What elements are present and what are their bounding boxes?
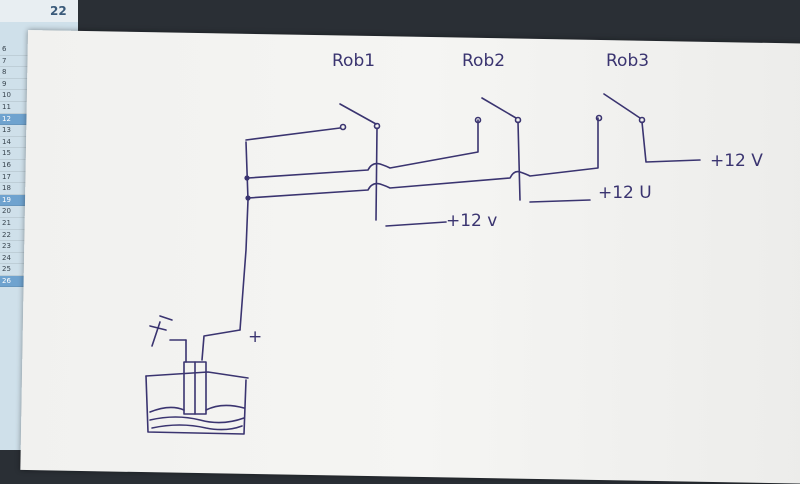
calendar-date-row: 15 bbox=[0, 148, 36, 160]
rob3-switch-blade bbox=[603, 93, 641, 119]
calendar-date-row: 10 bbox=[0, 90, 36, 102]
calendar-date-row: 16 bbox=[0, 160, 36, 172]
calendar-date-row: 20 bbox=[0, 206, 36, 218]
sensor-plus-label: + bbox=[248, 327, 262, 347]
circuit-sketch: Rob1 Rob2 Rob3 +12 V +12 U +12 v + bbox=[145, 51, 763, 435]
rob1-common-wire bbox=[375, 127, 378, 221]
relay-label-rob2: Rob2 bbox=[462, 51, 505, 71]
calendar-date-row: 18 bbox=[0, 183, 36, 195]
rob2-common-wire bbox=[517, 121, 521, 201]
calendar-date-row: 25 bbox=[0, 264, 36, 276]
sensor-plus-lead bbox=[201, 329, 241, 361]
calendar-header bbox=[0, 0, 78, 22]
calendar-date-row: 17 bbox=[0, 172, 36, 184]
calendar-day-number: 22 bbox=[50, 4, 67, 18]
supply-label-rob3: +12 V bbox=[710, 151, 763, 171]
junction-dot bbox=[244, 175, 250, 181]
rob2-supply-wire bbox=[529, 199, 591, 203]
relay-label-rob1: Rob1 bbox=[332, 51, 375, 71]
rob3-common-wire bbox=[641, 121, 701, 163]
calendar-date-row: 14 bbox=[0, 137, 36, 149]
rob1-supply-wire bbox=[385, 221, 447, 227]
sensor-feed-wire bbox=[239, 141, 249, 331]
calendar-date-row: 23 bbox=[0, 241, 36, 253]
rob3-contact-wire bbox=[247, 117, 599, 199]
junction-dot bbox=[245, 195, 251, 201]
water-waves bbox=[149, 416, 245, 431]
tank-rim bbox=[145, 371, 249, 379]
rob2-contact-wire bbox=[247, 119, 479, 179]
calendar-date-row: 26 bbox=[0, 275, 36, 288]
calendar-date-row: 8 bbox=[0, 67, 36, 79]
rob3-contact bbox=[595, 114, 603, 122]
calendar-date-row: 21 bbox=[0, 218, 36, 230]
water-surface bbox=[149, 404, 245, 413]
calendar-date-row: 7 bbox=[0, 56, 36, 68]
calendar-date-row: 22 bbox=[0, 230, 36, 242]
water-tank bbox=[145, 375, 247, 435]
calendar-date-row: 13 bbox=[0, 125, 36, 137]
supply-label-rob1: +12 v bbox=[446, 211, 497, 231]
rob1-contact bbox=[339, 123, 347, 131]
calendar-date-row: 24 bbox=[0, 253, 36, 265]
relay-label-rob3: Rob3 bbox=[606, 51, 649, 71]
sensor-ground-lead bbox=[149, 315, 187, 347]
calendar-date-row: 9 bbox=[0, 79, 36, 91]
calendar-date-row: 11 bbox=[0, 102, 36, 114]
rob2-switch-blade bbox=[481, 97, 517, 119]
calendar-date-row: 19 bbox=[0, 194, 36, 207]
rob2-contact bbox=[474, 116, 482, 124]
calendar-date-row: 6 bbox=[0, 44, 36, 56]
calendar-date-row: 12 bbox=[0, 113, 36, 126]
rob1-contact-wire bbox=[245, 127, 341, 141]
rob1-switch-blade bbox=[339, 103, 377, 125]
supply-label-rob2: +12 U bbox=[598, 183, 652, 203]
